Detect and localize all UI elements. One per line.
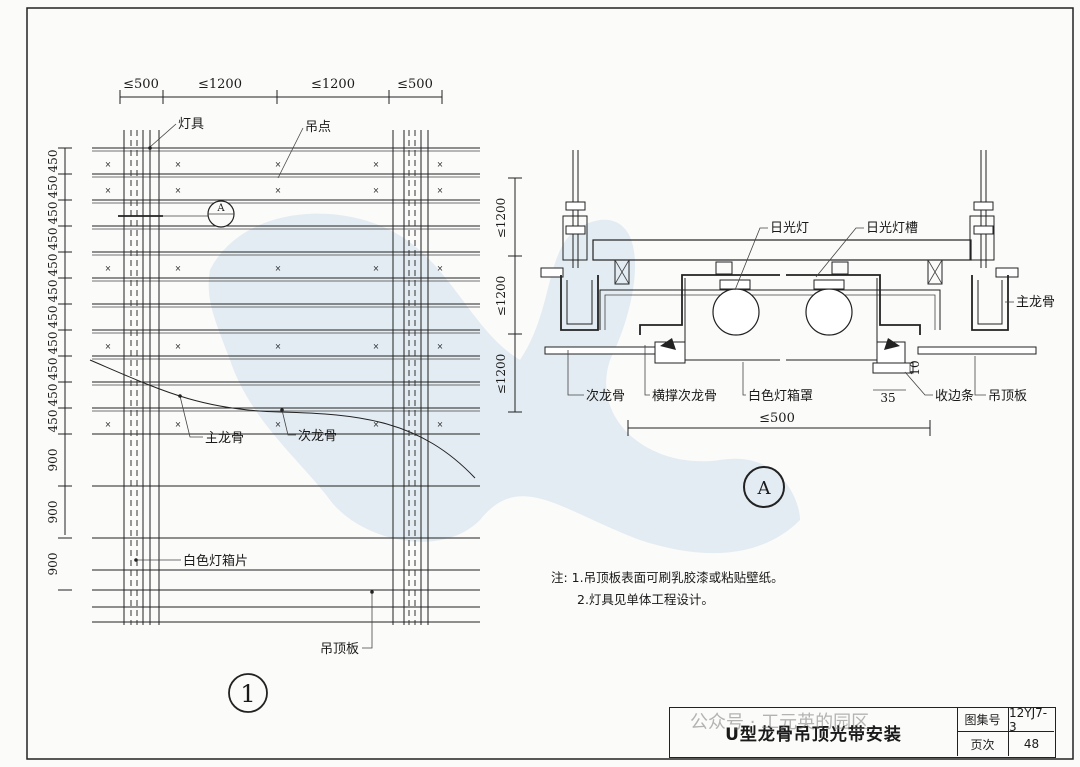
left-dim-label: 900	[46, 449, 60, 472]
left-dim-label: 450	[46, 410, 60, 433]
top-dim-3: ≤1200	[311, 77, 355, 92]
ceiling-plan: ≤500 ≤1200 ≤1200 ≤500 450 450 450 450 450 450…	[46, 77, 480, 713]
dim-10: 10	[908, 360, 922, 375]
hanging-point-mark: ×	[275, 342, 282, 351]
left-dim-label: 900	[46, 501, 60, 524]
left-dim-label: 450	[46, 228, 60, 251]
hanging-point-mark: ×	[275, 264, 282, 273]
label-fluorescent-lamp: 日光灯	[770, 221, 809, 236]
label-fixture: 灯具	[178, 117, 204, 132]
left-dim-label: 450	[46, 202, 60, 225]
left-dim-label: 450	[46, 384, 60, 407]
label-ceiling-board: 吊顶板	[320, 642, 359, 657]
top-cross-member	[592, 239, 972, 261]
drawing-title: U型龙骨吊顶光带安装	[670, 708, 958, 756]
section-dim-3: ≤1200	[494, 354, 508, 395]
hanging-point-mark: ×	[373, 342, 380, 351]
hanging-point-mark: ×	[373, 186, 380, 195]
label-main-keel: 主龙骨	[205, 431, 244, 446]
left-dim-label: 450	[46, 332, 60, 355]
note-line-1: 注: 1.吊顶板表面可刷乳胶漆或粘贴壁纸。	[551, 570, 784, 585]
label-lamp-trough: 日光灯槽	[866, 221, 918, 236]
label-cross-brace: 横撑次龙骨	[652, 388, 717, 404]
left-dim-label: 450	[46, 280, 60, 303]
hanging-point-mark: ×	[437, 264, 444, 273]
background-watermark-blob	[208, 213, 801, 554]
atlas-number: 12YJ7-3	[1009, 706, 1054, 734]
label-hanging-point: 吊点	[305, 120, 331, 135]
hanging-point-mark: ×	[175, 420, 182, 429]
notes: 注: 1.吊顶板表面可刷乳胶漆或粘贴壁纸。 2.灯具见单体工程设计。	[551, 567, 784, 611]
left-dim-label: 450	[46, 176, 60, 199]
section-dim-1: ≤1200	[494, 198, 508, 239]
hanging-point-mark: ×	[373, 420, 380, 429]
left-dim-label: 450	[46, 306, 60, 329]
hanging-point-mark: ×	[105, 342, 112, 351]
atlas-label: 图集号	[957, 708, 1009, 732]
note-line-2: 2.灯具见单体工程设计。	[577, 592, 714, 607]
hanging-point-mark: ×	[175, 160, 182, 169]
break-line	[89, 359, 476, 479]
detail-marker-label: A	[757, 478, 772, 499]
hanging-point-mark: ×	[275, 420, 282, 429]
hanging-point-mark: ×	[437, 186, 444, 195]
main-keel-left	[560, 275, 599, 331]
hanging-point-mark: ×	[437, 420, 444, 429]
page-label: 页次	[957, 732, 1009, 756]
main-keel-right	[971, 275, 1009, 331]
hanging-points: × × × × × × × × × × × × × × × × × × × × × × × × ×	[105, 160, 444, 429]
hanging-point-mark: ×	[275, 160, 282, 169]
label-ceiling-board-section: 吊顶板	[988, 389, 1027, 404]
ceiling-board-right	[917, 346, 1037, 355]
section-detail-a: ≤1200 ≤1200 ≤1200	[494, 150, 1055, 508]
left-dim-label: 450	[46, 358, 60, 381]
hanging-point-mark: ×	[175, 264, 182, 273]
label-secondary-keel: 次龙骨	[298, 428, 337, 444]
hanging-point-mark: ×	[175, 342, 182, 351]
hanging-point-mark: ×	[373, 160, 380, 169]
hanging-point-mark: ×	[105, 420, 112, 429]
left-dim-label: 450	[46, 150, 60, 173]
hanging-point-mark: ×	[105, 264, 112, 273]
title-block: U型龙骨吊顶光带安装 图集号 12YJ7-3 页次 48	[669, 706, 1056, 758]
dim-35: 35	[880, 391, 895, 405]
hanging-point-mark: ×	[437, 342, 444, 351]
fluorescent-lamp-right	[805, 288, 853, 336]
hanging-point-mark: ×	[105, 160, 112, 169]
lamp-trough-outline	[599, 289, 941, 330]
detail-number: 1	[240, 680, 255, 708]
fluorescent-lamp-left	[712, 288, 760, 336]
hanging-point-mark: ×	[373, 264, 380, 273]
detail-number-circle	[228, 673, 268, 713]
top-dim-2: ≤1200	[198, 77, 242, 92]
sheet-border	[26, 7, 1074, 760]
section-bottom-dim: ≤500	[759, 411, 795, 426]
label-lightbox-panel: 白色灯箱片	[183, 553, 248, 569]
section-marker-label: A	[216, 203, 225, 214]
label-edge-strip: 收边条	[935, 388, 974, 404]
left-dim-label: 900	[46, 553, 60, 576]
hanging-point-mark: ×	[437, 160, 444, 169]
label-secondary-keel-section: 次龙骨	[586, 388, 625, 404]
left-dim-label: 450	[46, 254, 60, 277]
top-dim-4: ≤500	[397, 77, 433, 92]
hanging-point-mark: ×	[105, 186, 112, 195]
top-dim-1: ≤500	[123, 77, 159, 92]
label-lightbox-cover: 白色灯箱罩	[748, 388, 813, 404]
label-main-keel-section: 主龙骨	[1016, 295, 1055, 310]
edge-strip	[872, 362, 914, 374]
hanging-point-mark: ×	[175, 186, 182, 195]
page-number: 48	[1023, 737, 1040, 751]
detail-marker-circle	[743, 466, 785, 508]
section-dim-2: ≤1200	[494, 276, 508, 317]
hanging-point-mark: ×	[275, 186, 282, 195]
